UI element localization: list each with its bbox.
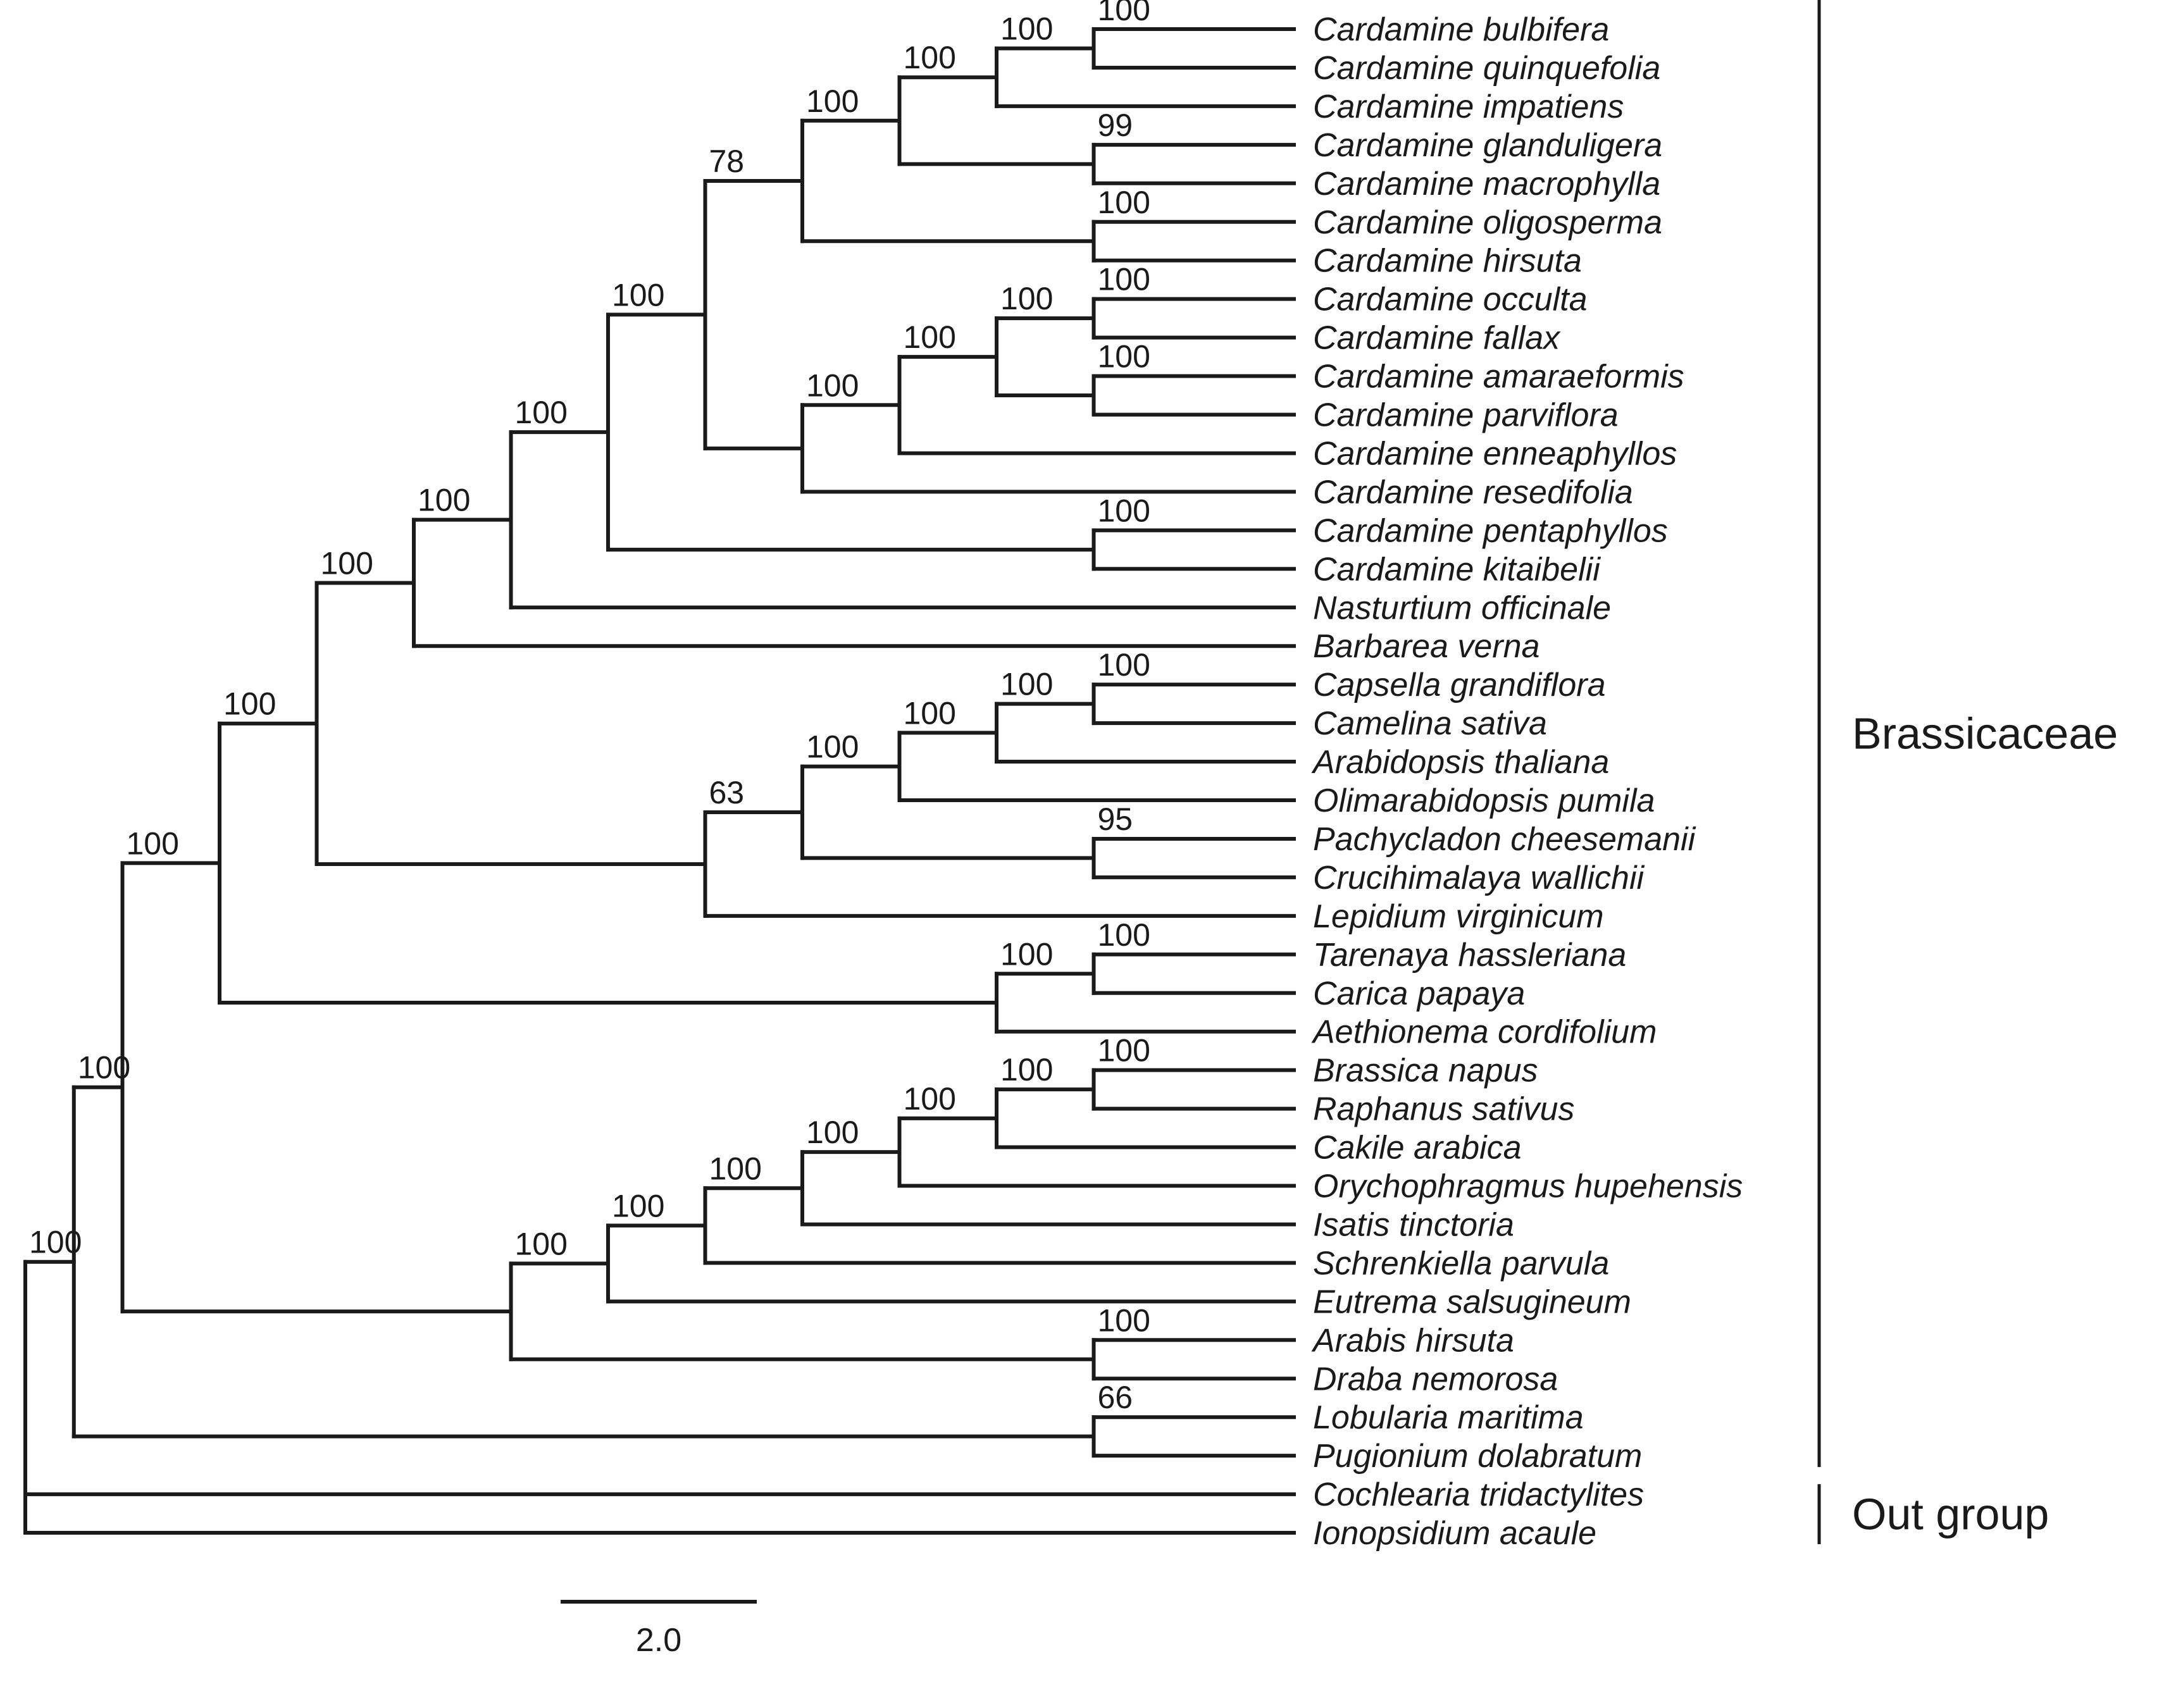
taxon-label: Pachycladon cheesemanii [1313, 821, 1696, 858]
taxon-label: Cardamine quinquefolia [1313, 50, 1660, 87]
taxon-label: Ionopsidium acaule [1313, 1515, 1596, 1552]
support-value: 63 [709, 775, 745, 810]
support-value: 100 [904, 695, 956, 731]
taxon-label: Olimarabidopsis pumila [1313, 783, 1655, 819]
taxon-label: Arabis hirsuta [1311, 1322, 1514, 1359]
taxon-label: Cochlearia tridactylites [1313, 1476, 1644, 1513]
taxon-label: Cakile arabica [1313, 1130, 1522, 1167]
taxon-label: Barbarea verna [1313, 628, 1539, 665]
support-value: 100 [1098, 647, 1150, 683]
support-value: 100 [29, 1225, 82, 1260]
taxon-label: Cardamine fallax [1313, 320, 1561, 357]
taxon-label: Raphanus sativus [1313, 1091, 1574, 1128]
support-value: 99 [1098, 108, 1133, 143]
support-value: 100 [1098, 917, 1150, 953]
support-value: 100 [78, 1050, 130, 1086]
support-value: 100 [1000, 11, 1053, 46]
tree-branches [23, 27, 1296, 1535]
taxon-label: Capsella grandiflora [1313, 667, 1606, 703]
support-value: 100 [515, 1226, 568, 1261]
taxon-label: Crucihimalaya wallichii [1313, 860, 1645, 896]
support-value: 95 [1098, 801, 1133, 837]
support-value: 100 [904, 1081, 956, 1117]
taxon-label: Cardamine glanduligera [1313, 127, 1662, 164]
taxon-label: Cardamine bulbifera [1313, 11, 1609, 48]
support-value: 100 [1098, 1303, 1150, 1338]
taxon-label: Cardamine parviflora [1313, 397, 1619, 434]
clade-label: Brassicaceae [1852, 709, 2118, 758]
taxon-label: Draba nemorosa [1313, 1361, 1558, 1397]
support-value: 100 [418, 483, 470, 518]
taxon-label: Cardamine resedifolia [1313, 474, 1633, 511]
taxon-label: Nasturtium officinale [1313, 590, 1611, 626]
clade-label: Out group [1852, 1490, 2049, 1539]
support-value: 100 [904, 319, 956, 355]
taxon-label: Schrenkiella parvula [1313, 1245, 1609, 1282]
support-value: 100 [806, 84, 859, 119]
support-value: 100 [806, 368, 859, 403]
taxon-label: Cardamine enneaphyllos [1313, 435, 1677, 472]
taxon-label: Lepidium virginicum [1313, 898, 1604, 935]
support-value: 100 [1098, 493, 1150, 528]
support-value: 100 [709, 1151, 762, 1186]
taxon-label: Aethionema cordifolium [1311, 1014, 1657, 1051]
support-value: 100 [223, 686, 276, 722]
support-value: 100 [515, 395, 568, 430]
scale-bar-group: 2.0 [561, 1600, 757, 1659]
support-value: 100 [612, 277, 664, 313]
support-value: 100 [1000, 667, 1053, 702]
support-value: 100 [1098, 185, 1150, 220]
support-value: 78 [709, 144, 745, 179]
taxon-label: Camelina sativa [1313, 705, 1547, 742]
support-value: 100 [1000, 936, 1053, 972]
taxon-label: Pugionium dolabratum [1313, 1438, 1642, 1475]
scale-bar-label: 2.0 [636, 1622, 681, 1659]
bootstrap-support-values: 100 100 99 100 100 100 100 100 100 100 100 78 100 100… [29, 0, 1150, 1415]
taxon-label: Orychophragmus hupehensis [1313, 1168, 1743, 1205]
support-value: 100 [904, 40, 956, 75]
support-value: 100 [806, 1115, 859, 1150]
support-value: 66 [1098, 1380, 1133, 1415]
support-value: 100 [1098, 0, 1150, 27]
taxon-label: Tarenaya hassleriana [1313, 937, 1626, 974]
taxon-label: Brassica napus [1313, 1053, 1538, 1089]
taxon-label: Cardamine pentaphyllos [1313, 512, 1668, 549]
taxon-label: Eutrema salsugineum [1313, 1284, 1631, 1320]
taxon-label: Arabidopsis thaliana [1311, 744, 1609, 781]
taxon-label: Isatis tinctoria [1313, 1206, 1514, 1243]
support-value: 100 [1000, 1052, 1053, 1087]
taxon-label: Cardamine kitaibelii [1313, 551, 1601, 588]
support-value: 100 [127, 826, 179, 861]
taxon-label: Cardamine impatiens [1313, 89, 1624, 125]
support-value: 100 [1098, 262, 1150, 297]
taxon-label: Lobularia maritima [1313, 1399, 1584, 1436]
taxon-label: Cardamine oligosperma [1313, 204, 1662, 241]
support-value: 100 [321, 545, 373, 581]
taxon-label: Carica papaya [1313, 975, 1525, 1012]
taxon-label: Cardamine macrophylla [1313, 166, 1660, 202]
taxon-label: Cardamine hirsuta [1313, 243, 1582, 280]
taxon-label: Cardamine occulta [1313, 282, 1588, 318]
support-value: 100 [1098, 1033, 1150, 1068]
support-value: 100 [806, 729, 859, 765]
support-value: 100 [1000, 281, 1053, 316]
support-value: 100 [612, 1188, 664, 1223]
taxon-label: Cardamine amaraeformis [1313, 359, 1684, 395]
support-value: 100 [1098, 339, 1150, 374]
